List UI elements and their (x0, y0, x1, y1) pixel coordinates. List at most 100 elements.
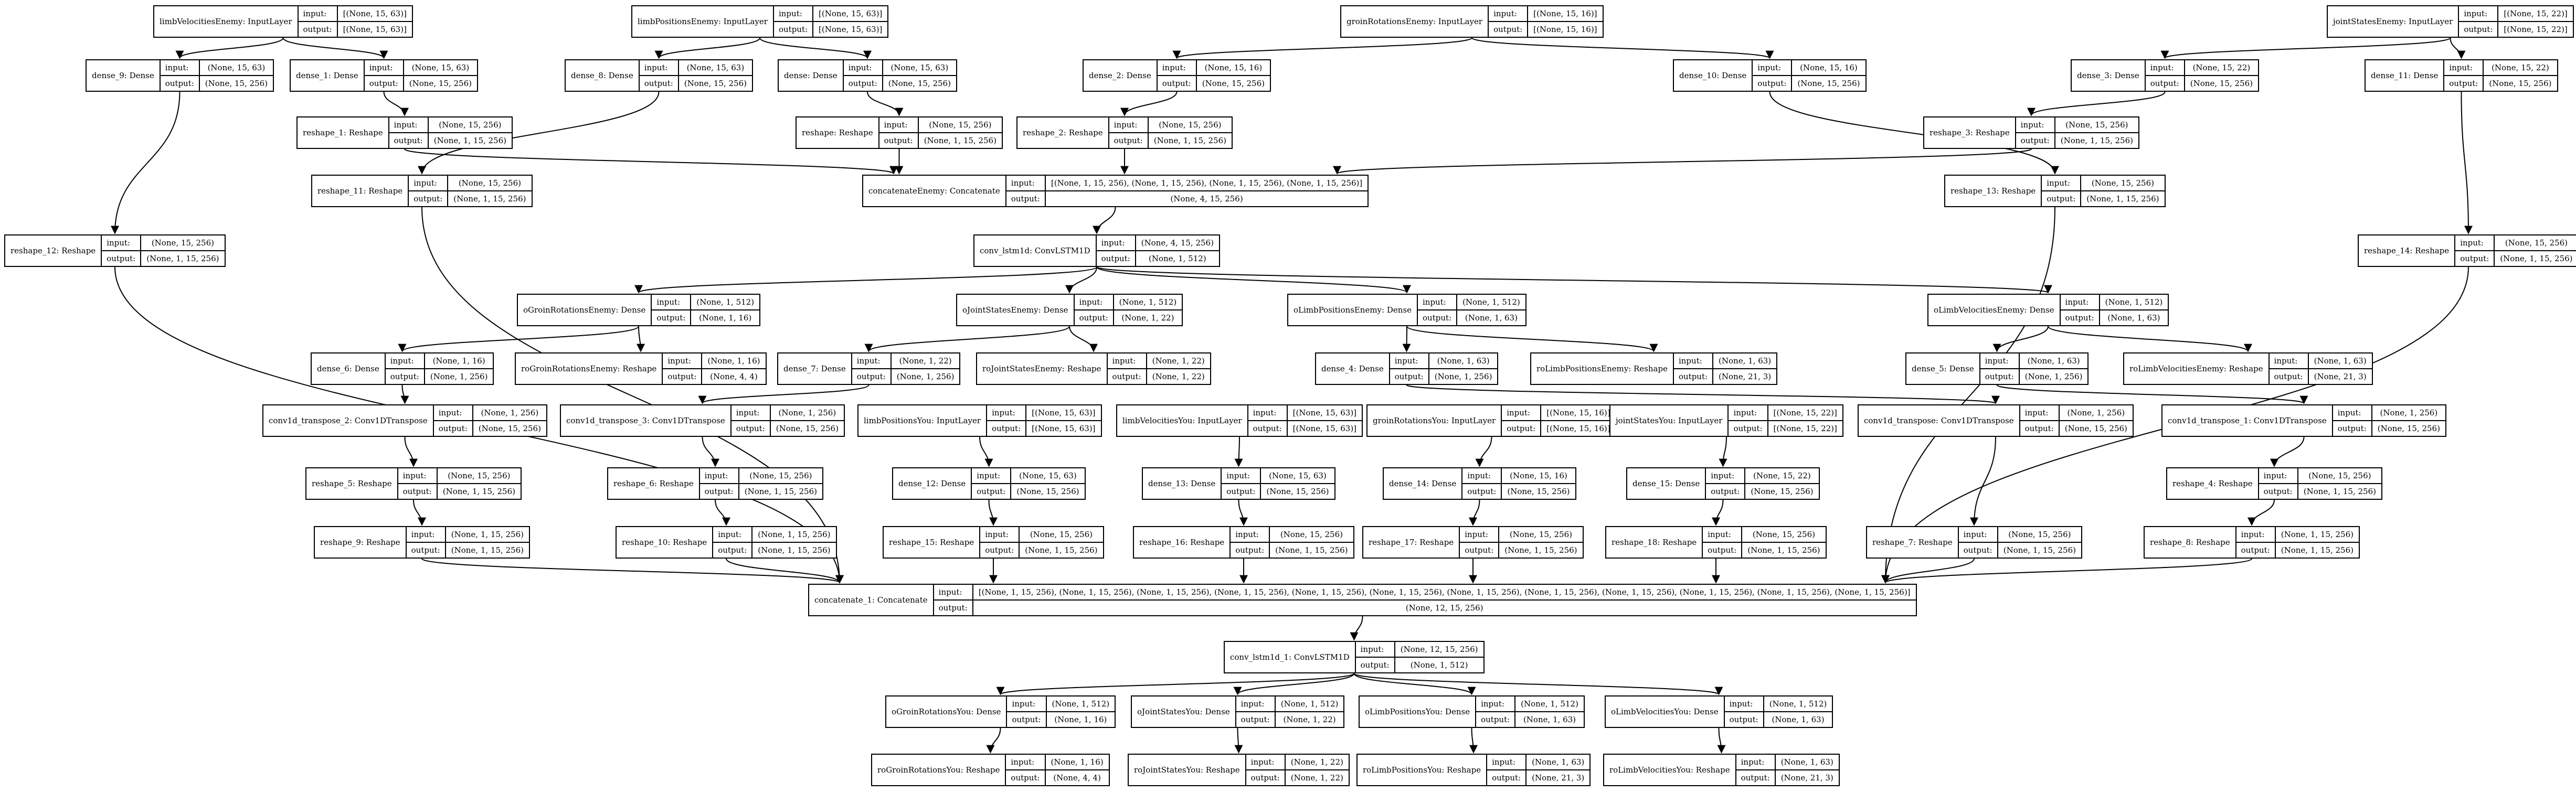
shape-values: (None, 15, 63)(None, 15, 256) (404, 60, 477, 91)
edge-o-joint-states-you-to-ro-joint-states-you (1234, 727, 1243, 754)
edge-reshape-13-to-concatenate-1 (1881, 207, 2055, 584)
shape-values: (None, 1, 512) (None, 1, 22) (1114, 295, 1182, 325)
io-labels: input:output: (639, 60, 679, 91)
shape-values: (None, 15, 256)(None, 1, 15, 256) (2298, 468, 2382, 499)
output-label: output: (1074, 309, 1113, 325)
edge-dense-11-to-reshape-14 (2461, 91, 2473, 234)
input-shape: (None, 1, 63) (1719, 356, 1772, 366)
io-labels: input:output: (852, 353, 892, 384)
layer-label: roLimbVelocitiesEnemy: Reshape (2124, 353, 2270, 384)
shape-values: (None, 1, 512)(None, 1, 63) (2100, 295, 2168, 325)
layer-label: jointStatesYou: InputLayer (1610, 405, 1729, 436)
edge-o-limb-velocities-you-to-ro-limb-velocities-you (1717, 727, 1726, 754)
output-shape: (None, 1, 22) (1275, 711, 1344, 727)
output-shape: [(None, 15, 63)] (337, 21, 412, 37)
layer-label: reshape_18: Reshape (1606, 527, 1703, 558)
shape-values: (None, 1, 256)(None, 15, 256) (770, 405, 844, 436)
layer-label: groinRotationsYou: InputLayer (1367, 405, 1502, 436)
edge-reshape-11-to-concatenate-1 (421, 207, 844, 584)
output-shape: (None, 15, 256) (883, 75, 956, 91)
output-shape: (None, 1, 15, 256) (1499, 542, 1583, 558)
io-labels: input:output: (652, 295, 692, 325)
layer-label: dense_14: Dense (1384, 468, 1463, 499)
edge-o-limb-velocities-enemy-to-ro-limb-velocities-enemy (2048, 326, 2252, 352)
layer-label: conv1d_transpose: Conv1DTranspose (1859, 405, 2020, 436)
io-labels: input:output: (1736, 755, 1776, 785)
layer-label: dense_1: Dense (291, 60, 365, 91)
edge-limb-positions-you-to-dense-12 (979, 436, 993, 467)
edge-o-groin-rotations-enemy-to-ro-groin-rotations-enemy (636, 326, 645, 352)
output-shape: (None, 4, 4) (1045, 769, 1109, 785)
shape-values: (None, 15, 63)(None, 15, 256) (199, 60, 273, 91)
input-label: input: (1079, 297, 1103, 307)
io-labels: input:output: (2455, 235, 2495, 266)
io-labels: input:output: (1418, 295, 1458, 325)
input-label: input: (1729, 699, 1753, 709)
shape-values: (None, 1, 22)(None, 1, 22) (1147, 353, 1210, 384)
layer-label: reshape_15: Reshape (884, 527, 981, 558)
output-shape: [(None, 15, 22)] (1768, 420, 1842, 436)
shape-values: (None, 1, 63)(None, 1, 256) (1429, 353, 1498, 384)
shape-values: (None, 15, 256)(None, 1, 15, 256) (2495, 235, 2576, 266)
output-shape: (None, 15, 256) (1196, 75, 1270, 91)
io-labels: input:output: (713, 527, 753, 558)
io-labels: input:output: (102, 235, 142, 266)
shape-values: [(None, 1, 15, 256), (None, 1, 15, 256),… (973, 585, 1916, 615)
layer-label: dense_10: Dense (1674, 60, 1753, 91)
io-labels: input:output: (433, 405, 473, 436)
output-label: output: (699, 483, 738, 499)
layer-label: oJointStatesEnemy: Dense (957, 295, 1075, 325)
input-shape: (None, 1, 512) (1119, 297, 1177, 307)
shape-values: (None, 15, 256)(None, 1, 15, 256) (1270, 527, 1353, 558)
output-label: output: (1753, 75, 1791, 91)
input-shape: (None, 15, 256) (439, 120, 502, 130)
edge-conv1d-transpose-3-to-reshape-6 (702, 436, 719, 467)
output-label: output: (1487, 769, 1526, 785)
output-label: output: (2145, 75, 2184, 91)
input-shape: (None, 15, 256) (1752, 530, 1815, 539)
shape-values: (None, 1, 16)(None, 4, 4) (702, 353, 766, 384)
io-labels: input:output: (934, 585, 973, 615)
io-labels: input:output: (1980, 353, 2020, 384)
layer-label: groinRotationsEnemy: InputLayer (1341, 6, 1489, 37)
output-label: output: (1096, 250, 1135, 266)
io-labels: input:output: (1157, 60, 1197, 91)
input-label: input: (1467, 471, 1491, 480)
output-shape: (None, 21, 3) (2308, 368, 2372, 384)
shape-values: (None, 15, 16)(None, 15, 256) (1196, 60, 1270, 91)
io-labels: input:output: (1502, 405, 1542, 436)
edge-dense-13-to-reshape-16 (1238, 499, 1248, 526)
output-label: output: (1007, 711, 1046, 727)
input-shape: (None, 1, 15, 256) (758, 530, 831, 539)
output-shape: (None, 1, 16) (1046, 711, 1115, 727)
output-shape: [(None, 15, 16)] (1528, 21, 1603, 37)
input-shape: (None, 15, 256) (1030, 530, 1093, 539)
input-shape: [(None, 15, 22)] (1773, 408, 1837, 417)
input-label: input: (1011, 178, 1035, 188)
io-labels: input:output: (2042, 176, 2082, 206)
shape-values: (None, 15, 22)(None, 15, 256) (2484, 60, 2557, 91)
input-label: input: (848, 63, 872, 72)
input-shape: (None, 1, 22) (899, 356, 952, 366)
io-labels: input:output: (843, 60, 883, 91)
output-shape: (None, 1, 22) (1114, 309, 1182, 325)
output-shape: (None, 15, 256) (199, 75, 273, 91)
input-shape: (None, 15, 63) (1019, 471, 1077, 480)
edge-limb-velocities-enemy-to-dense-9 (175, 37, 284, 59)
input-label: input: (2263, 471, 2287, 480)
input-label: input: (2464, 9, 2488, 18)
shape-values: (None, 15, 256)(None, 1, 15, 256) (437, 468, 521, 499)
output-label: output: (2020, 420, 2059, 436)
